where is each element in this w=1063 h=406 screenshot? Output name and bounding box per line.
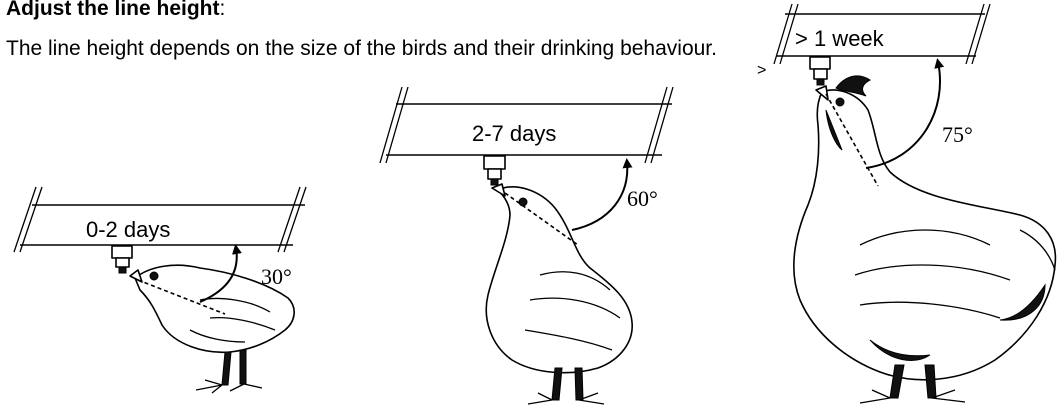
angle-arrow bbox=[572, 162, 627, 230]
angle-label-stage-2: 60° bbox=[627, 186, 658, 211]
stray-glyph: > bbox=[757, 62, 766, 79]
nipple-drinker-icon bbox=[112, 246, 132, 273]
bar-label-stage-2: 2-7 days bbox=[472, 121, 556, 146]
bar-label-stage-1: 0-2 days bbox=[86, 217, 170, 242]
stage-over-1-week bbox=[774, 4, 1055, 403]
nipple-drinker-icon bbox=[810, 57, 830, 85]
nipple-drinker-icon bbox=[484, 156, 505, 185]
bar-label-stage-3: > 1 week bbox=[795, 26, 885, 51]
angle-label-stage-3: 75° bbox=[942, 122, 973, 147]
angle-label-stage-1: 30° bbox=[261, 264, 292, 289]
hen-illustration bbox=[794, 76, 1056, 403]
pullet-illustration bbox=[486, 184, 632, 404]
